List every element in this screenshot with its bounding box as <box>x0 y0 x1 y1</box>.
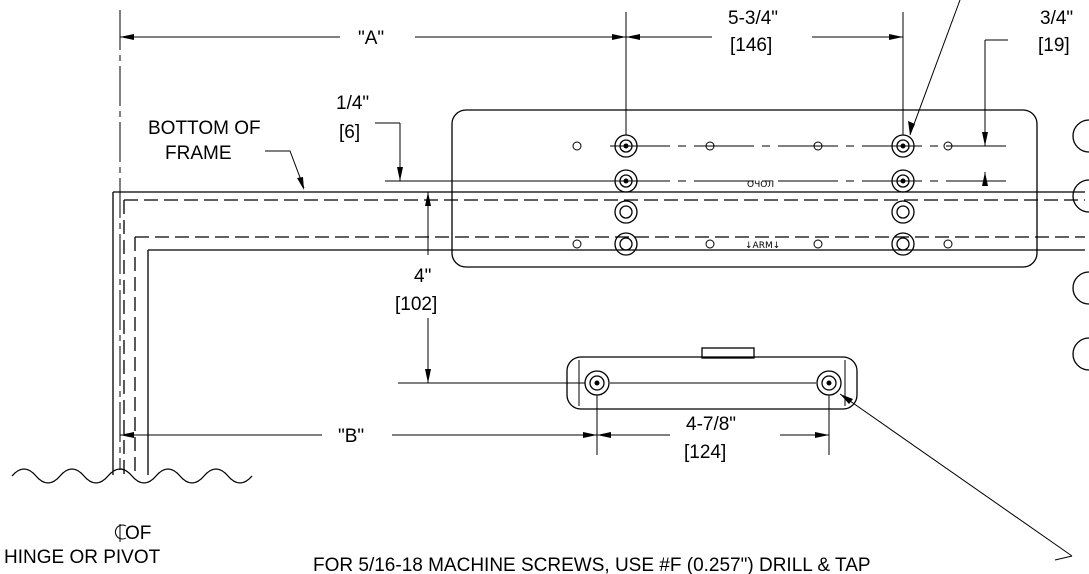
dim-102-label: [102] <box>395 294 437 315</box>
dim-4-label: 4" <box>414 266 431 287</box>
door-frame <box>112 191 1085 475</box>
dim-19-label: [19] <box>1038 35 1070 56</box>
dim-b-label: "B" <box>338 426 364 447</box>
hinge-or-pivot-label: HINGE OR PIVOT <box>4 547 161 568</box>
top-leader <box>909 0 961 136</box>
dimension-5-3-4 <box>626 12 904 135</box>
dimension-3-4 <box>982 39 1008 186</box>
dim-1-4-label: 1/4" <box>336 93 369 114</box>
bottom-of-frame-leader <box>265 150 305 189</box>
plate-mark-top: ОЧОЛ <box>747 180 774 190</box>
arm-shoe <box>566 347 858 410</box>
centerline-symbol <box>114 524 127 542</box>
note-leader <box>839 393 1073 557</box>
dimension-4-7-8 <box>597 395 830 455</box>
bottom-of-label: BOTTOM OF <box>148 118 261 139</box>
dim-5-3-4-label: 5-3/4" <box>728 8 778 29</box>
dim-4-7-8-label: 4-7/8" <box>686 414 736 435</box>
dim-a-label: "A" <box>358 28 384 49</box>
dim-124-label: [124] <box>684 442 726 463</box>
mounting-plate: ОЧОЛ ↓ARM↓ <box>451 109 1038 268</box>
dim-146-label: [146] <box>730 35 772 56</box>
dimension-4 <box>398 192 585 384</box>
dimension-b <box>120 395 598 455</box>
dimension-a <box>120 12 627 135</box>
plate-mark-bottom: ↓ARM↓ <box>745 241 780 251</box>
break-line <box>11 468 253 484</box>
right-edge-circles <box>1072 119 1089 371</box>
dim-3-4-label: 3/4" <box>1040 8 1073 29</box>
dimension-1-4 <box>375 122 612 182</box>
cl-of-label: OF <box>125 523 151 544</box>
machine-screw-note: FOR 5/16-18 MACHINE SCREWS, USE #F (0.25… <box>313 555 871 574</box>
dim-6-label: [6] <box>339 122 360 143</box>
frame-label: FRAME <box>165 143 232 164</box>
